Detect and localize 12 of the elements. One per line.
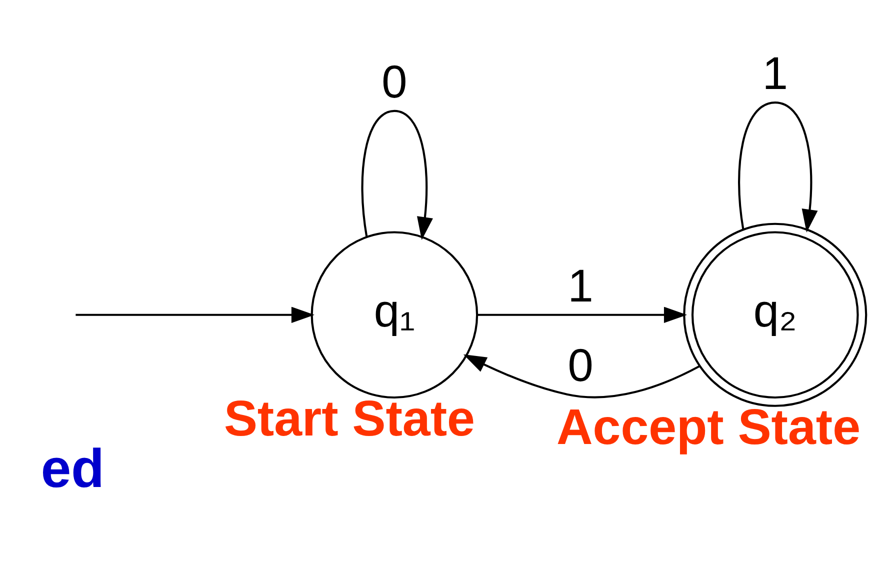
- arrow: [463, 354, 700, 398]
- edge-label: 1: [568, 259, 594, 312]
- edge-label: 1: [762, 47, 788, 100]
- edge-label: 0: [568, 338, 594, 391]
- arrow: [477, 306, 687, 323]
- node-circle: q₁: [310, 231, 478, 399]
- arrow: [361, 110, 433, 240]
- edge-label: 0: [382, 56, 408, 108]
- label: ed: [40, 438, 104, 500]
- arrow: [738, 102, 818, 232]
- arrow: [76, 306, 314, 323]
- node-circle: q₂: [683, 222, 868, 407]
